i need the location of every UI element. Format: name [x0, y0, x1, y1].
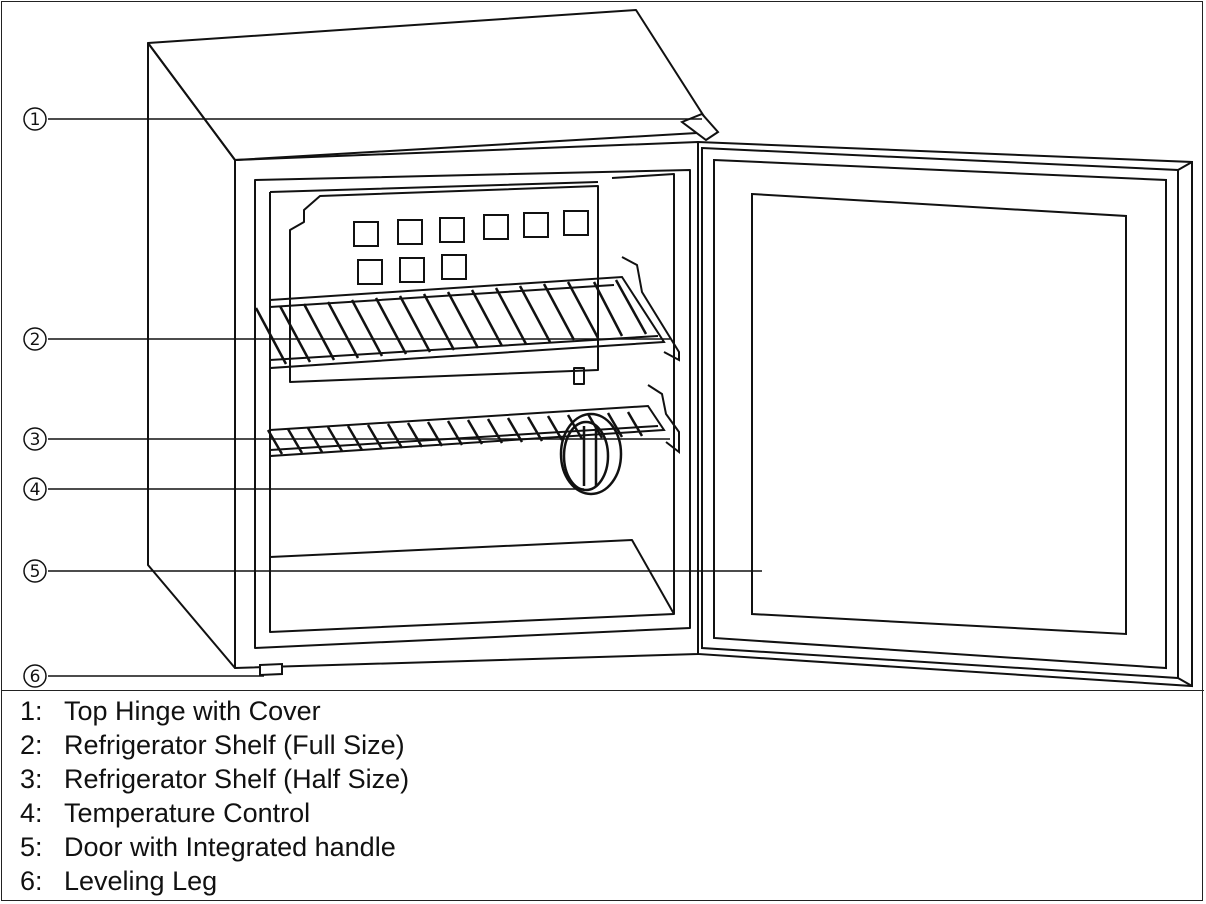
svg-text:1: 1	[30, 110, 41, 130]
legend-label: Temperature Control	[64, 797, 311, 828]
callout-lines	[48, 118, 762, 677]
evaporator-tab	[573, 367, 585, 385]
legend-item: 6: Leveling Leg	[20, 864, 1204, 898]
half-size-shelf	[266, 384, 680, 458]
legend-item: 5: Door with Integrated handle	[20, 830, 1204, 864]
legend-number: 5:	[20, 831, 43, 862]
callout-2: 2	[23, 327, 47, 351]
legend-number: 1:	[20, 695, 43, 726]
legend-number: 3:	[20, 763, 43, 794]
callout-3: 3	[23, 427, 47, 451]
cabinet-side	[147, 42, 236, 669]
cabinet-interior	[269, 173, 675, 633]
callout-5: 5	[23, 559, 47, 583]
legend-label: Door with Integrated handle	[64, 831, 396, 862]
door	[697, 140, 1193, 688]
svg-text:2: 2	[30, 330, 41, 350]
legend-label: Refrigerator Shelf (Half Size)	[64, 763, 410, 794]
full-size-shelf	[254, 256, 680, 370]
cabinet-opening	[254, 169, 691, 649]
top-hinge	[679, 112, 720, 142]
svg-text:3: 3	[30, 430, 41, 450]
legend-label: Top Hinge with Cover	[64, 695, 321, 726]
cabinet-top	[147, 9, 715, 161]
svg-text:4: 4	[30, 480, 41, 500]
legend-item: 1: Top Hinge with Cover	[20, 694, 1204, 728]
callout-1: 1	[23, 107, 47, 131]
legend-number: 2:	[20, 729, 43, 760]
interior-floor	[269, 539, 675, 615]
callout-4: 4	[23, 477, 47, 501]
legend-label: Leveling Leg	[64, 865, 218, 896]
leveling-leg	[259, 662, 283, 677]
legend-item: 2: Refrigerator Shelf (Full Size)	[20, 728, 1204, 762]
svg-text:5: 5	[30, 562, 41, 582]
legend-item: 4: Temperature Control	[20, 796, 1204, 830]
callout-6: 6	[23, 664, 47, 688]
legend-label: Refrigerator Shelf (Full Size)	[64, 729, 405, 760]
refrigerator-diagram: 1 2 3 4 5 6	[23, 9, 1193, 688]
legend-number: 4:	[20, 797, 43, 828]
legend-number: 6:	[20, 865, 43, 896]
legend-item: 3: Refrigerator Shelf (Half Size)	[20, 762, 1204, 796]
parts-legend: 1: Top Hinge with Cover 2: Refrigerator …	[2, 690, 1204, 902]
svg-text:6: 6	[30, 667, 41, 687]
evaporator-plate	[289, 185, 599, 383]
temperature-control-knob	[559, 412, 623, 496]
callout-markers: 1 2 3 4 5 6	[23, 107, 47, 688]
evaporator-squares	[353, 210, 589, 285]
